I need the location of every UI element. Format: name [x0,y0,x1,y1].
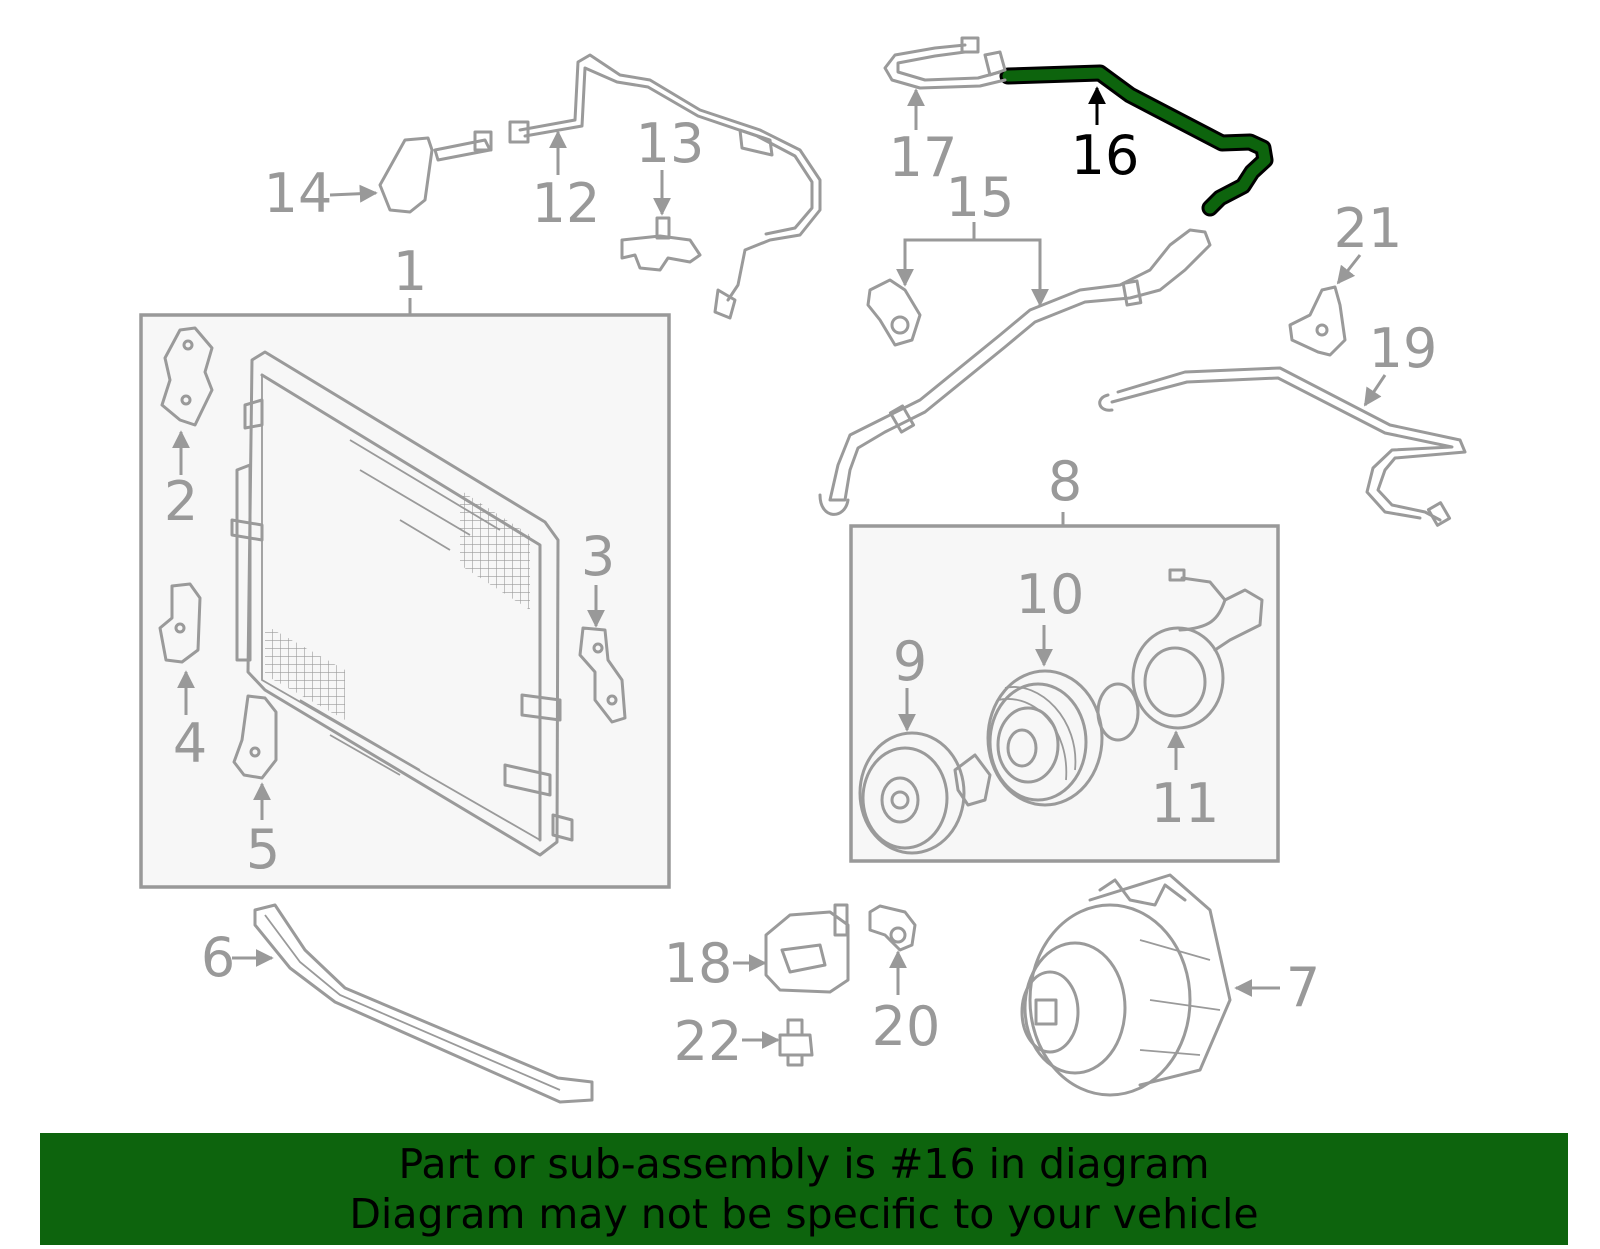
banner-line-2: Diagram may not be specific to your vehi… [349,1190,1259,1238]
callout-22: 22 [674,1010,743,1073]
bracket-5-part[interactable] [232,694,278,780]
bracket-15b-part[interactable] [866,278,922,347]
pulley-10-part[interactable] [986,669,1104,807]
hose-17-part[interactable] [883,36,1007,90]
callout-19: 19 [1369,317,1438,380]
hose-16-highlighted-part[interactable] [999,64,1274,217]
condenser-part[interactable] [230,350,574,857]
callout-17: 17 [889,126,958,189]
callout-21: 21 [1334,197,1403,260]
callout-11: 11 [1151,772,1220,835]
field-coil-11-part[interactable] [1096,568,1264,742]
info-banner: Part or sub-assembly is #16 in diagram D… [40,1133,1568,1245]
callout-18: 18 [664,932,733,995]
callout-5: 5 [246,818,280,881]
callout-2: 2 [164,470,198,533]
callout-1: 1 [393,240,427,303]
callout-3: 3 [581,525,615,588]
callout-14: 14 [264,162,333,225]
bracket-14-part[interactable] [378,130,493,214]
callout-16: 16 [1071,124,1140,187]
clutch-hub-9-part[interactable] [858,731,992,855]
hose-19-part[interactable] [1098,366,1467,527]
bracket-18-part[interactable] [764,903,850,994]
hose-15-part[interactable] [818,228,1212,516]
condenser-group-box [139,313,671,889]
callout-12: 12 [532,172,601,235]
callout-4: 4 [173,712,207,775]
compressor-7-part[interactable] [1020,873,1232,1097]
callout-13: 13 [636,112,705,175]
leader-lines [172,86,1387,1049]
clamp-13-part[interactable] [620,216,702,272]
callout-7: 7 [1286,956,1320,1019]
callout-9: 9 [893,630,927,693]
callout-15: 15 [946,166,1015,229]
banner-line-1: Part or sub-assembly is #16 in diagram [398,1140,1210,1188]
bracket-4-part[interactable] [158,582,202,664]
bracket-20-part[interactable] [868,904,917,952]
switch-22-part[interactable] [778,1018,814,1067]
hose-12-part[interactable] [508,53,822,320]
callout-20: 20 [872,995,941,1058]
bracket-2-part[interactable] [160,326,214,427]
callout-8: 8 [1048,450,1082,513]
callout-10: 10 [1016,563,1085,626]
seal-strip-6-part[interactable] [253,903,594,1104]
callout-6: 6 [201,926,235,989]
bracket-21-part[interactable] [1288,285,1347,357]
bracket-3-part[interactable] [578,626,627,724]
